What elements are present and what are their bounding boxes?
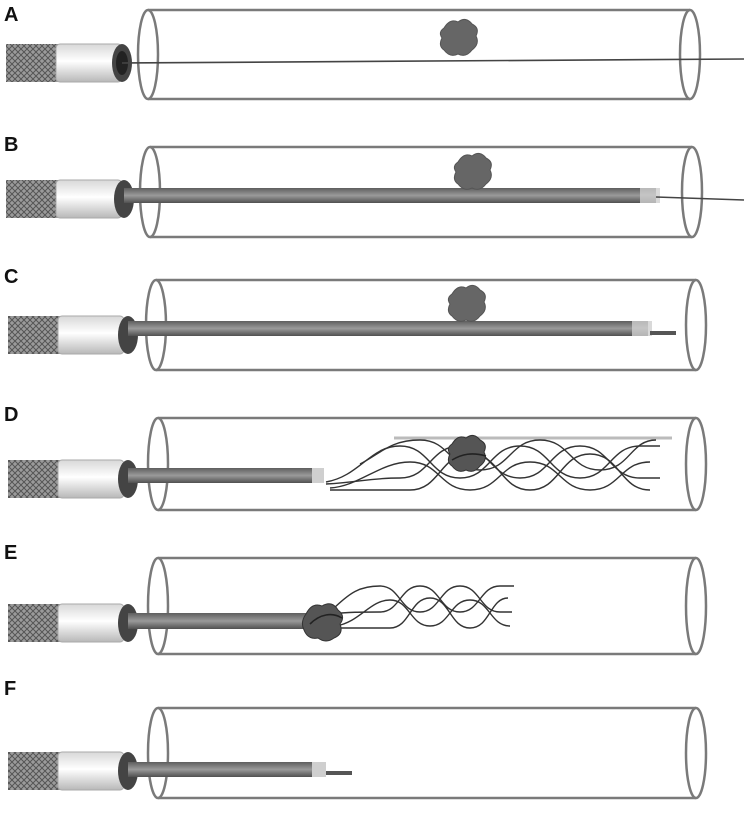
panel-label: D bbox=[4, 404, 19, 426]
stent-tip bbox=[326, 771, 352, 775]
panel-f-scene bbox=[8, 706, 708, 800]
clot bbox=[447, 434, 486, 472]
vessel-tube bbox=[146, 556, 708, 656]
clot bbox=[453, 152, 492, 190]
stent-tip bbox=[650, 331, 676, 335]
catheter-sheath bbox=[8, 315, 138, 355]
panel-label: E bbox=[4, 542, 18, 564]
stent-mesh bbox=[325, 439, 660, 491]
catheter-sheath bbox=[8, 459, 138, 499]
microcatheter bbox=[128, 613, 310, 629]
catheter-sheath bbox=[6, 179, 134, 219]
catheter-sheath bbox=[8, 603, 138, 643]
panel-d-scene bbox=[8, 416, 708, 512]
panel-c-scene bbox=[8, 278, 708, 372]
panel-label: A bbox=[4, 4, 19, 26]
panel-e: E bbox=[0, 542, 746, 678]
panel-d: D bbox=[0, 404, 746, 540]
clot bbox=[301, 603, 344, 642]
microcatheter bbox=[124, 188, 656, 203]
panel-f: F bbox=[0, 678, 746, 814]
guidewire bbox=[121, 58, 745, 64]
panel-b: B bbox=[0, 134, 746, 270]
panel-b-scene bbox=[6, 145, 745, 239]
panel-label: C bbox=[4, 266, 19, 288]
clot bbox=[447, 284, 486, 322]
catheter-sheath bbox=[6, 43, 132, 83]
vessel-tube bbox=[146, 706, 708, 800]
panel-c: C bbox=[0, 266, 746, 402]
stent-mesh bbox=[329, 585, 514, 629]
panel-a: A bbox=[0, 4, 746, 140]
panel-e-scene bbox=[8, 556, 708, 656]
panel-label: B bbox=[4, 134, 19, 156]
clot bbox=[439, 18, 478, 56]
guidewire bbox=[655, 196, 745, 201]
vessel-tube bbox=[136, 8, 702, 101]
catheter-sheath bbox=[8, 751, 138, 791]
panel-label: F bbox=[4, 678, 17, 700]
microcatheter bbox=[128, 321, 648, 336]
vessel-tube bbox=[146, 416, 708, 512]
panel-a-scene bbox=[6, 8, 745, 101]
microcatheter bbox=[128, 762, 324, 777]
microcatheter bbox=[128, 468, 324, 483]
